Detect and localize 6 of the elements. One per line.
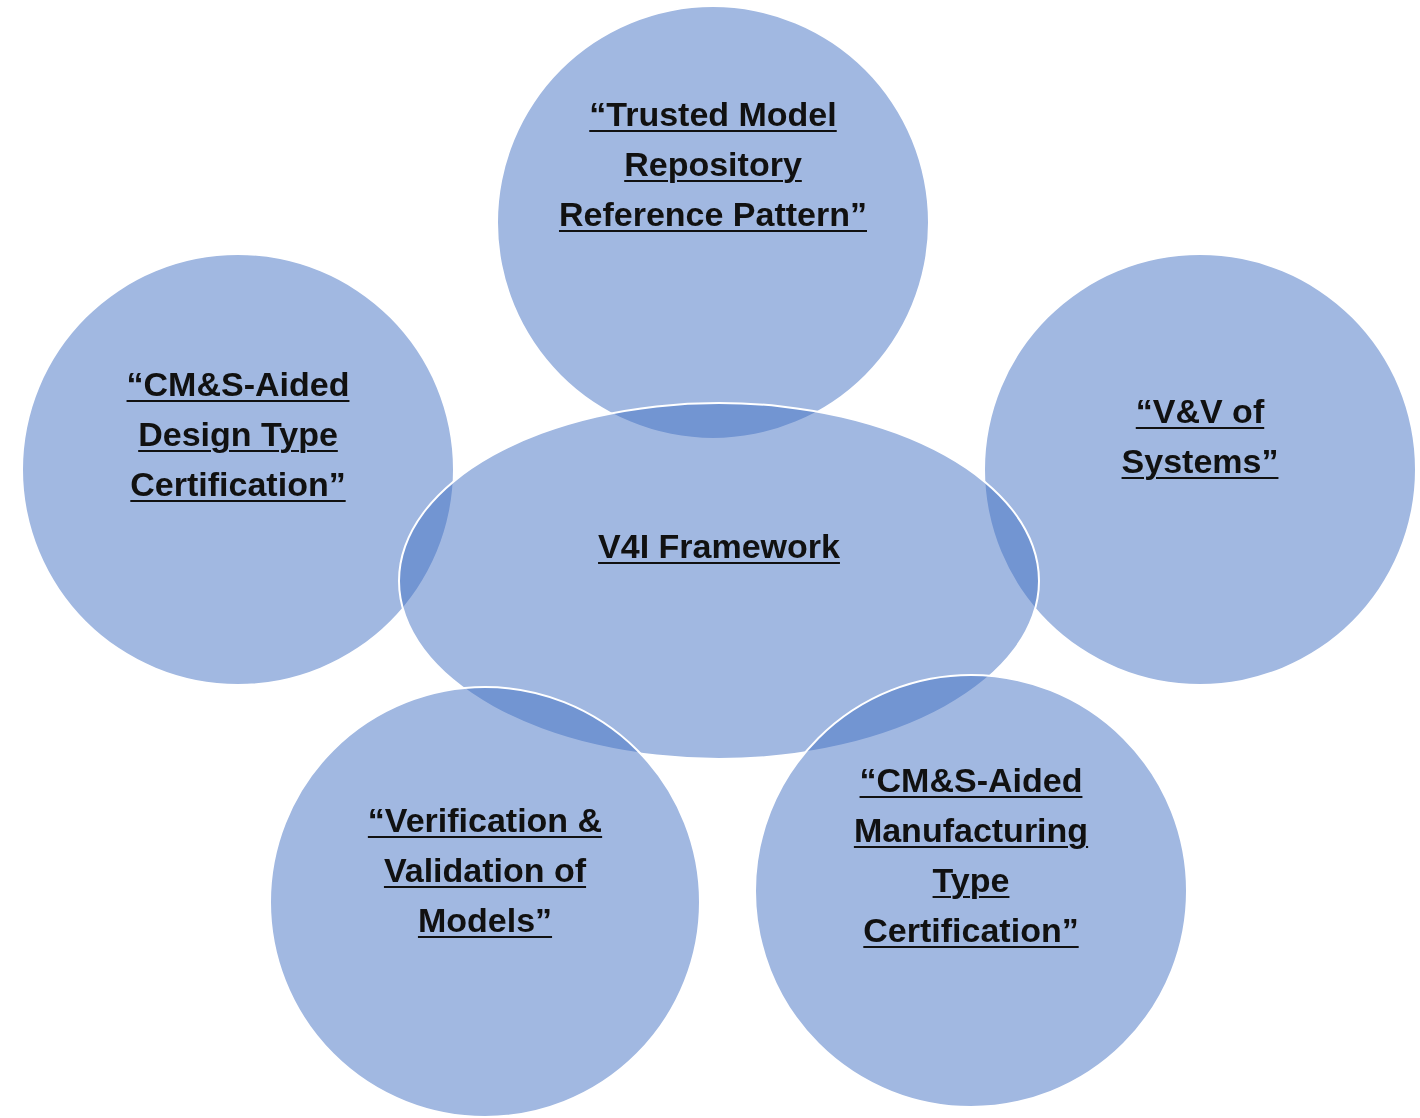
node-label: “Trusted Model Repository Reference Pattern” [558,94,868,235]
node-label: “V&V of Systems” [1120,391,1280,482]
node-label: “CM&S-Aided Manufacturing Type Certification” [852,760,1090,951]
node-label: V4I Framework [597,526,841,567]
node-label: “Verification & Validation of Models” [366,800,604,941]
node-label: “CM&S-Aided Design Type Certification” [125,364,351,505]
